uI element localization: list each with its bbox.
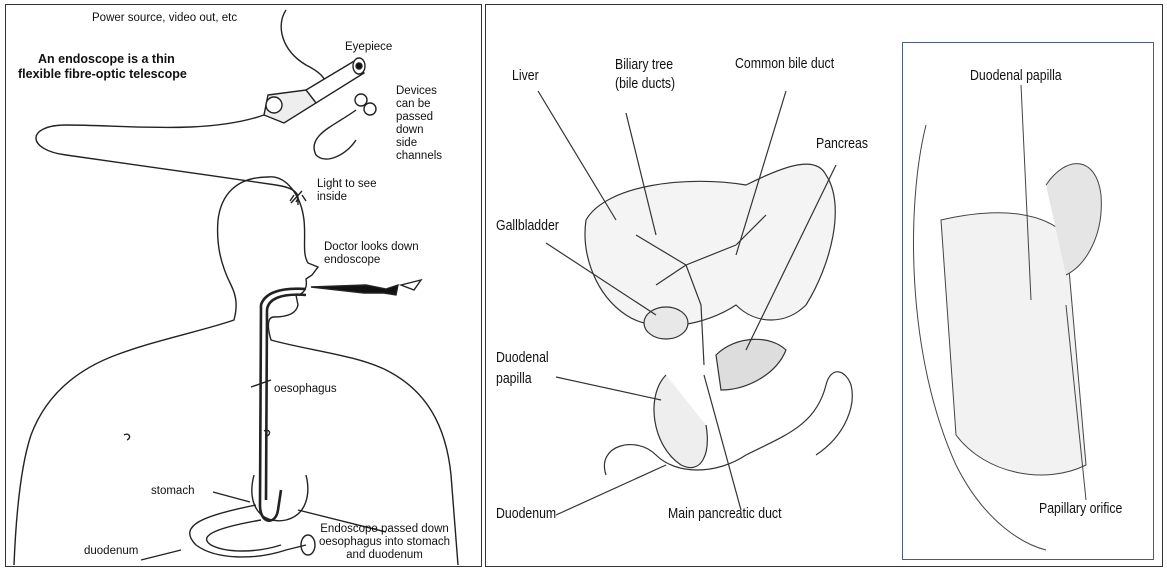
duodenum-label: duodenum (84, 545, 138, 558)
oesophagus-label: oesophagus (274, 383, 337, 396)
light-label: Light to see inside (317, 178, 376, 204)
papillary-orifice-label: Papillary orifice (1039, 500, 1122, 517)
liver-label: Liver (512, 67, 539, 84)
pancreas-shape (716, 339, 786, 390)
pancreas-label: Pancreas (816, 135, 868, 152)
duodenal-papilla-label: Duodenal papilla (496, 347, 549, 389)
doctor-label: Doctor looks down endoscope (324, 241, 419, 267)
inset-frame (902, 42, 1154, 560)
duodenum-label-right: Duodenum (496, 505, 556, 522)
common-bile-duct-label: Common bile duct (735, 55, 834, 72)
title-line-1: An endoscope is a thin (38, 52, 175, 66)
stomach-label: stomach (151, 485, 194, 498)
main-pancreatic-duct-label: Main pancreatic duct (668, 505, 781, 522)
eyepiece-label: Eyepiece (345, 41, 392, 54)
gallbladder-label: Gallbladder (496, 217, 559, 234)
biliary-anatomy-panel: Liver Biliary tree (bile ducts) Common b… (485, 4, 1163, 567)
endoscope-tip (311, 285, 398, 295)
title-line-2: flexible fibre-optic telescope (18, 67, 187, 81)
endoscopy-diagram-panel: Power source, video out, etc An endoscop… (5, 4, 482, 567)
body-outline (268, 177, 458, 565)
duodenum-shape (654, 375, 707, 468)
passed-down-label: Endoscope passed down oesophagus into st… (319, 523, 450, 562)
devices-label: Devices can be passed down side channels (396, 85, 442, 163)
flexible-tube (36, 115, 298, 202)
biliary-tree-label: Biliary tree (bile ducts) (615, 55, 675, 93)
power-source-label: Power source, video out, etc (92, 12, 237, 25)
inset-duodenal-papilla-label: Duodenal papilla (970, 67, 1062, 84)
